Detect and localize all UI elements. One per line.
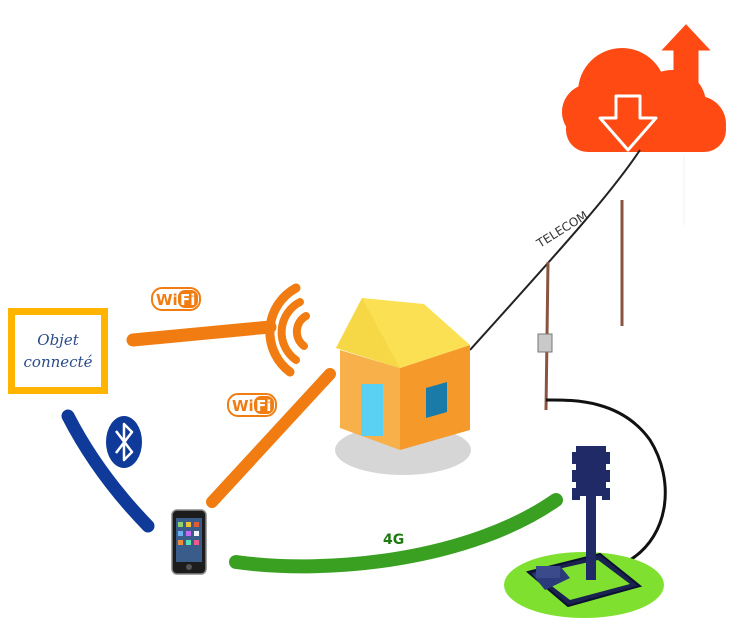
junction-box-icon: [537, 333, 553, 353]
wifi-badge-fi: Fi: [180, 291, 195, 309]
connected-object-label-line2: connecté: [23, 353, 93, 371]
smartphone-icon: [171, 509, 207, 575]
bluetooth-icon: [106, 416, 142, 468]
wifi-badge-wi: Wi: [156, 291, 178, 309]
wifi-signal-icon: [265, 283, 310, 377]
wifi-link-phone-house: [206, 368, 336, 508]
wifi-badge-fi: Fi: [256, 397, 271, 415]
cell-tower-icon: [504, 446, 664, 618]
wifi-badge: Wi Fi: [227, 393, 277, 417]
mobile-4g-link: [229, 493, 563, 574]
bluetooth-link: [61, 409, 155, 533]
download-arrow-icon: [598, 94, 658, 152]
connected-object-label-line1: Objet: [37, 331, 79, 349]
telecom-label: TELECOM: [533, 208, 590, 251]
wifi-link-device-house: [126, 320, 277, 347]
utility-pole-icon: [469, 149, 667, 562]
cloud-icon: [562, 19, 726, 225]
mobile-4g-label: 4G: [383, 532, 404, 548]
house-icon: [335, 298, 471, 475]
wifi-badge-wi: Wi: [232, 397, 254, 415]
connected-object-box: Objet connecté: [8, 308, 108, 394]
wifi-badge: Wi Fi: [151, 287, 201, 311]
